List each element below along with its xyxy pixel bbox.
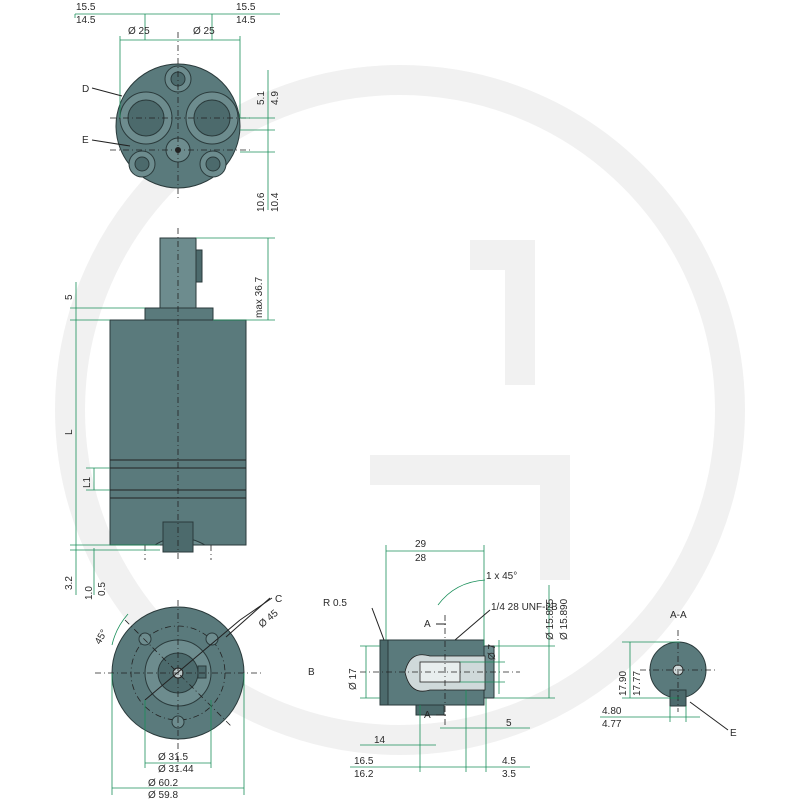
label-B: B — [308, 667, 315, 678]
label-E-top: E — [82, 135, 89, 146]
top-view: 15.5 14.5 15.5 14.5 Ø 25 Ø 25 5.1 4.9 10… — [74, 2, 281, 212]
dim-v-b: 4.9 — [270, 91, 281, 105]
dim-top-left-b: 14.5 — [76, 15, 96, 26]
dim-d5: 5 — [506, 718, 512, 729]
dim-port-left: Ø 25 — [128, 26, 150, 37]
watermark-logo — [55, 65, 745, 755]
dim-chamfer: 1 x 45° — [486, 571, 517, 582]
dim-top-left-a: 15.5 — [76, 2, 96, 13]
dim-angle: 45° — [93, 628, 110, 647]
dim-b10: 1.0 — [84, 586, 95, 600]
dim-w-a: 4.80 — [602, 706, 622, 717]
dim-bolt: Ø 45 — [257, 608, 281, 631]
dim-w-b: 4.77 — [602, 719, 622, 730]
dim-h-b: 17.77 — [632, 671, 643, 696]
section-view: A-A 17.90 17.77 4.80 4.77 E — [600, 610, 737, 739]
dim-d7: Ø 7 — [487, 643, 498, 660]
dim-top-right-b: 14.5 — [236, 15, 256, 26]
shaft-view: B 29 28 1 x 45° 1/4 28 UNF-2B R 0.5 A A … — [308, 539, 570, 780]
dim-b32: 3.2 — [64, 576, 75, 590]
dim-d17: Ø 17 — [348, 668, 359, 690]
side-view: max 36.7 5 L L1 3.2 1.0 0.5 — [64, 228, 275, 600]
output-shaft — [159, 237, 197, 311]
dim-v-a: 5.1 — [256, 91, 267, 105]
dim-d14: 14 — [374, 735, 386, 746]
dim-inner-b: Ø 31.44 — [158, 764, 194, 775]
label-A-bottom: A — [424, 710, 431, 721]
dim-len-a: 29 — [415, 539, 427, 550]
dim-v-c: 10.6 — [256, 192, 267, 212]
dim-port-right: Ø 25 — [193, 26, 215, 37]
label-D: D — [82, 84, 89, 95]
dim-radius: R 0.5 — [323, 598, 347, 609]
dim-L1: L1 — [82, 476, 93, 488]
dim-top5: 5 — [64, 294, 75, 300]
dim-d165: 16.5 — [354, 756, 374, 767]
label-C: C — [275, 594, 282, 605]
dim-v-d: 10.4 — [270, 192, 281, 212]
dim-b05: 0.5 — [97, 582, 108, 596]
dim-outer-b: Ø 59.8 — [148, 790, 178, 800]
dim-thread: 1/4 28 UNF-2B — [491, 602, 558, 613]
dim-outer-a: Ø 60.2 — [148, 778, 178, 789]
dim-top-right-a: 15.5 — [236, 2, 256, 13]
dim-max: max 36.7 — [254, 276, 265, 318]
section-title: A-A — [670, 610, 687, 621]
dim-h-a: 17.90 — [618, 671, 629, 696]
dim-dia-a: Ø 15.875 — [545, 598, 556, 640]
label-E-section: E — [730, 728, 737, 739]
dim-L: L — [64, 429, 75, 435]
dim-dia-b: Ø 15.890 — [559, 598, 570, 640]
dim-d35: 3.5 — [502, 769, 516, 780]
dim-len-b: 28 — [415, 553, 427, 564]
label-A-top: A — [424, 619, 431, 630]
dim-d45: 4.5 — [502, 756, 516, 767]
dim-d162: 16.2 — [354, 769, 374, 780]
dim-inner-a: Ø 31.5 — [158, 752, 188, 763]
shaft-flange — [379, 639, 389, 706]
